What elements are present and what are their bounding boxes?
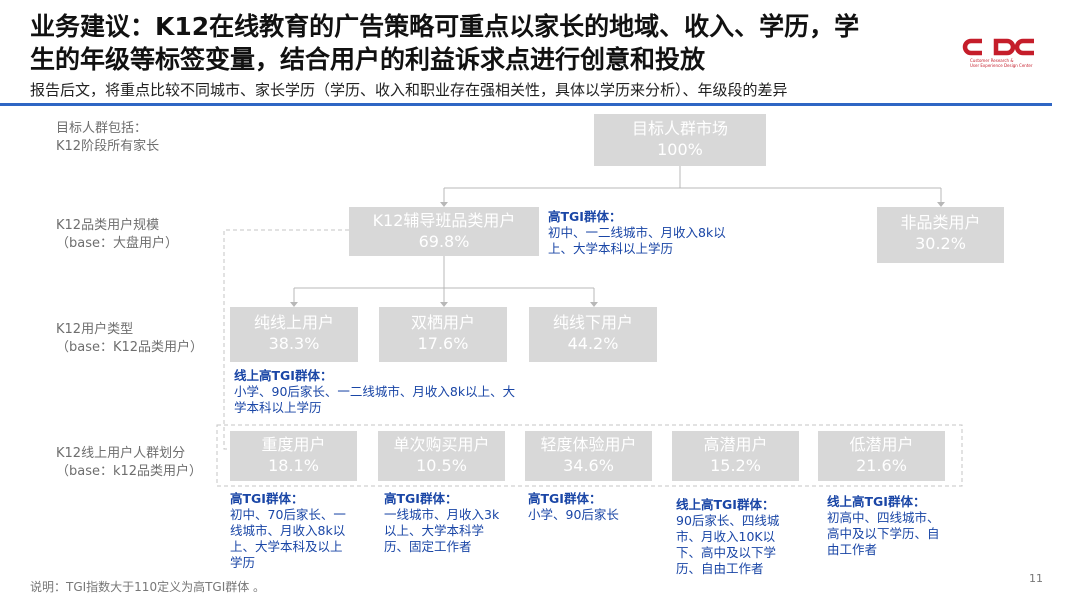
logo-subtitle-line2: User Experience Design Center xyxy=(970,63,1033,68)
logo-subtitle-line1: Customer Research & xyxy=(970,58,1014,63)
node-single-purchase-users: 单次购买用户 10.5% xyxy=(378,431,505,481)
note-category-tgi-title: 高TGI群体： xyxy=(548,209,622,224)
node-target-market-value: 100% xyxy=(657,140,703,159)
row-label-segment: K12线上用户人群划分 （base：k12品类用户） xyxy=(56,445,202,481)
slide-title-line1: 业务建议：K12在线教育的广告策略可重点以家长的地域、收入、学历，学 xyxy=(30,12,860,41)
node-online-users-value: 38.3% xyxy=(268,334,320,353)
node-high-potential-users-value: 15.2% xyxy=(710,456,761,475)
cdc-logo-mark xyxy=(962,38,1034,56)
node-non-category: 非品类用户 30.2% xyxy=(877,207,1004,263)
header-divider xyxy=(0,103,1052,106)
node-low-potential-users-value: 21.6% xyxy=(856,456,907,475)
node-heavy-users-value: 18.1% xyxy=(268,456,319,475)
note-high-potential-tgi: 线上高TGI群体： 90后家长、四线城市、月收入10K以下、高中及以下学历、自由… xyxy=(676,497,796,577)
note-heavy-tgi: 高TGI群体： 初中、70后家长、一线城市、月收入8k以上、大学本科及以上学历 xyxy=(230,491,348,571)
node-offline-users: 纯线下用户 44.2% xyxy=(529,307,657,362)
row-label-category-line2: （base：大盘用户） xyxy=(56,236,178,251)
node-high-potential-users-name: 高潜用户 xyxy=(703,435,768,454)
arrow-dual xyxy=(440,302,448,307)
arrow-non-category xyxy=(937,202,945,207)
note-category-tgi: 高TGI群体： 初中、一二线城市、月收入8k以上、大学本科以上学历 xyxy=(548,209,738,257)
row-label-segment-line2: （base：k12品类用户） xyxy=(56,464,203,479)
row-label-category: K12品类用户规模 （base：大盘用户） xyxy=(56,217,178,253)
node-offline-users-value: 44.2% xyxy=(567,334,619,353)
node-k12-category: K12辅导班品类用户 69.8% xyxy=(349,207,539,256)
note-light-tgi-body: 小学、90后家长 xyxy=(528,507,619,522)
note-high-potential-tgi-body: 90后家长、四线城市、月收入10K以下、高中及以下学历、自由工作者 xyxy=(676,513,780,576)
node-light-trial-users: 轻度体验用户 34.6% xyxy=(525,431,652,481)
dashed-link-category xyxy=(223,229,349,450)
note-light-tgi-title: 高TGI群体： xyxy=(528,491,602,506)
node-light-trial-users-value: 34.6% xyxy=(563,456,614,475)
row-label-user-type: K12用户类型 （base：K12品类用户） xyxy=(56,321,203,357)
row-label-category-line1: K12品类用户规模 xyxy=(56,218,160,233)
logo-subtitle: Customer Research & User Experience Desi… xyxy=(970,58,1042,68)
node-online-users: 纯线上用户 38.3% xyxy=(230,307,358,362)
note-low-potential-tgi: 线上高TGI群体： 初高中、四线城市、高中及以下学历、自由工作者 xyxy=(827,494,942,558)
note-high-potential-tgi-title: 线上高TGI群体： xyxy=(676,497,775,512)
slide-title: 业务建议：K12在线教育的广告策略可重点以家长的地域、收入、学历，学 生的年级等… xyxy=(30,10,930,76)
node-dual-users: 双栖用户 17.6% xyxy=(379,307,507,362)
note-online-tgi-body: 小学、90后家长、一二线城市、月收入8k以上、大学本科以上学历 xyxy=(234,384,516,415)
arrow-offline xyxy=(590,302,598,307)
node-low-potential-users: 低潜用户 21.6% xyxy=(818,431,945,481)
row-label-target: 目标人群包括： K12阶段所有家长 xyxy=(56,120,159,156)
slide-title-line2: 生的年级等标签变量，结合用户的利益诉求点进行创意和投放 xyxy=(30,45,706,74)
cdc-logo: Customer Research & User Experience Desi… xyxy=(962,38,1042,78)
node-light-trial-users-name: 轻度体验用户 xyxy=(540,435,637,454)
note-heavy-tgi-body: 初中、70后家长、一线城市、月收入8k以上、大学本科及以上学历 xyxy=(230,507,346,570)
note-low-potential-tgi-body: 初高中、四线城市、高中及以下学历、自由工作者 xyxy=(827,510,940,557)
note-single-tgi-title: 高TGI群体： xyxy=(384,491,458,506)
note-low-potential-tgi-title: 线上高TGI群体： xyxy=(827,494,926,509)
row-label-segment-line1: K12线上用户人群划分 xyxy=(56,446,186,461)
node-target-market-name: 目标人群市场 xyxy=(631,119,728,138)
note-online-tgi-title: 线上高TGI群体： xyxy=(234,368,333,383)
node-offline-users-name: 纯线下用户 xyxy=(552,313,633,332)
node-heavy-users-name: 重度用户 xyxy=(261,435,326,454)
note-light-tgi: 高TGI群体： 小学、90后家长 xyxy=(528,491,646,523)
note-online-tgi: 线上高TGI群体： 小学、90后家长、一二线城市、月收入8k以上、大学本科以上学… xyxy=(234,368,524,416)
node-non-category-value: 30.2% xyxy=(915,234,966,253)
row-label-target-line2: K12阶段所有家长 xyxy=(56,139,160,154)
node-non-category-name: 非品类用户 xyxy=(900,213,981,232)
arrow-online xyxy=(290,302,298,307)
row-label-user-type-line2: （base：K12品类用户） xyxy=(56,340,204,355)
node-single-purchase-users-value: 10.5% xyxy=(416,456,467,475)
node-target-market: 目标人群市场 100% xyxy=(594,114,766,166)
note-single-tgi-body: 一线城市、月收入3k以上、大学本科学历、固定工作者 xyxy=(384,507,500,554)
page-number: 11 xyxy=(1029,572,1043,585)
footnote: 说明：TGI指数大于110定义为高TGI群体 。 xyxy=(30,580,266,594)
note-heavy-tgi-title: 高TGI群体： xyxy=(230,491,304,506)
node-k12-category-name: K12辅导班品类用户 xyxy=(372,211,516,230)
node-single-purchase-users-name: 单次购买用户 xyxy=(393,435,490,454)
node-heavy-users: 重度用户 18.1% xyxy=(230,431,357,481)
note-category-tgi-body: 初中、一二线城市、月收入8k以上、大学本科以上学历 xyxy=(548,225,726,256)
slide-subtitle: 报告后文，将重点比较不同城市、家长学历（学历、收入和职业存在强相关性，具体以学历… xyxy=(30,81,788,99)
arrow-category xyxy=(440,202,448,207)
note-single-tgi: 高TGI群体： 一线城市、月收入3k以上、大学本科学历、固定工作者 xyxy=(384,491,502,555)
node-dual-users-value: 17.6% xyxy=(417,334,469,353)
node-dual-users-name: 双栖用户 xyxy=(410,313,475,332)
row-label-user-type-line1: K12用户类型 xyxy=(56,322,134,337)
node-online-users-name: 纯线上用户 xyxy=(253,313,334,332)
segment-frame xyxy=(216,424,963,487)
row-label-target-line1: 目标人群包括： xyxy=(56,121,148,136)
node-low-potential-users-name: 低潜用户 xyxy=(849,435,914,454)
node-high-potential-users: 高潜用户 15.2% xyxy=(672,431,799,481)
node-k12-category-value: 69.8% xyxy=(418,232,470,251)
